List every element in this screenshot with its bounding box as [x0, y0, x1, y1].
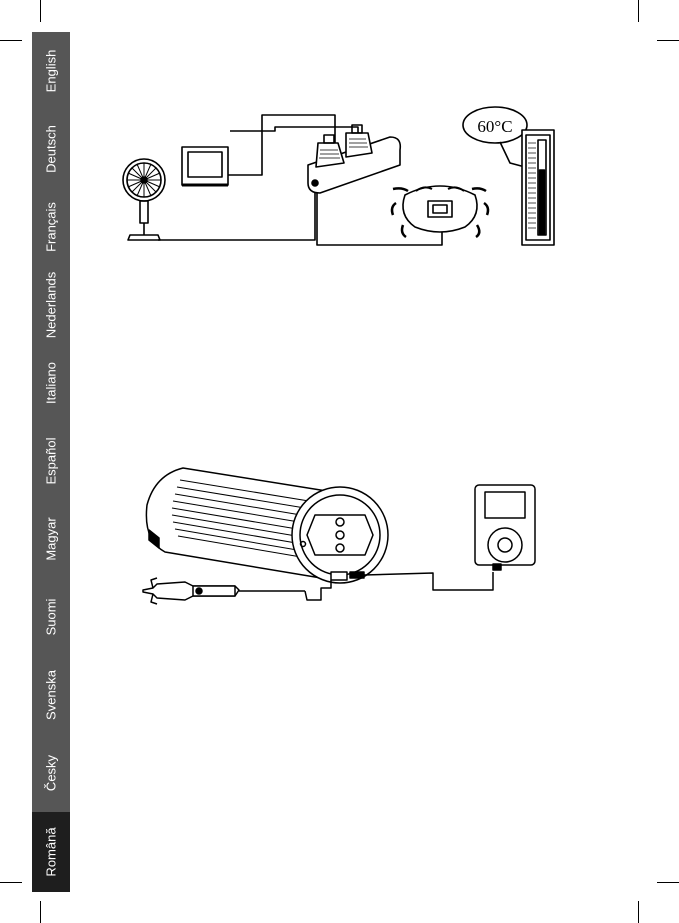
language-tab-italiano[interactable]: Italiano: [32, 344, 70, 422]
tv-icon: [182, 147, 228, 185]
language-tab-strip: English Deutsch Français Nederlands Ital…: [32, 32, 70, 892]
language-label: Česky: [44, 755, 59, 791]
language-tab-suomi[interactable]: Suomi: [32, 578, 70, 656]
overheated-inverter-icon: [392, 186, 488, 237]
car-plug-icon: [143, 578, 331, 604]
language-label: Magyar: [44, 517, 59, 560]
crop-mark: [0, 882, 22, 883]
crop-mark: [638, 0, 639, 22]
fan-icon: [123, 159, 165, 240]
language-label: Svenska: [44, 670, 59, 720]
language-tab-francais[interactable]: Français: [32, 188, 70, 266]
language-label: Suomi: [44, 599, 59, 636]
language-label: Nederlands: [44, 272, 59, 339]
temperature-bubble: [463, 107, 527, 167]
crop-mark: [0, 40, 22, 41]
power-inverter-icon: [146, 468, 388, 583]
language-label: Italiano: [44, 362, 59, 404]
power-strip-icon: [308, 125, 400, 193]
language-label: Français: [44, 202, 59, 252]
crop-mark: [40, 901, 41, 923]
language-tab-romana[interactable]: Română: [32, 812, 70, 892]
inverter-connection-illustration: [135, 460, 545, 620]
language-tab-espanol[interactable]: Español: [32, 422, 70, 500]
language-label: Español: [44, 438, 59, 485]
crop-mark: [40, 0, 41, 22]
mp3-player-icon: [475, 485, 535, 570]
language-label: Deutsch: [44, 125, 59, 173]
temperature-label: 60°C: [477, 117, 512, 136]
language-tab-deutsch[interactable]: Deutsch: [32, 110, 70, 188]
language-label: English: [44, 50, 59, 93]
language-tab-magyar[interactable]: Magyar: [32, 500, 70, 578]
crop-mark: [657, 882, 679, 883]
overload-illustration: 60°C: [110, 95, 570, 260]
language-tab-svenska[interactable]: Svenska: [32, 656, 70, 734]
language-label: Română: [44, 827, 59, 876]
crop-mark: [638, 901, 639, 923]
thermometer-icon: [522, 130, 554, 245]
language-tab-cesky[interactable]: Česky: [32, 734, 70, 812]
language-tab-english[interactable]: English: [32, 32, 70, 110]
crop-mark: [657, 40, 679, 41]
language-tab-nederlands[interactable]: Nederlands: [32, 266, 70, 344]
